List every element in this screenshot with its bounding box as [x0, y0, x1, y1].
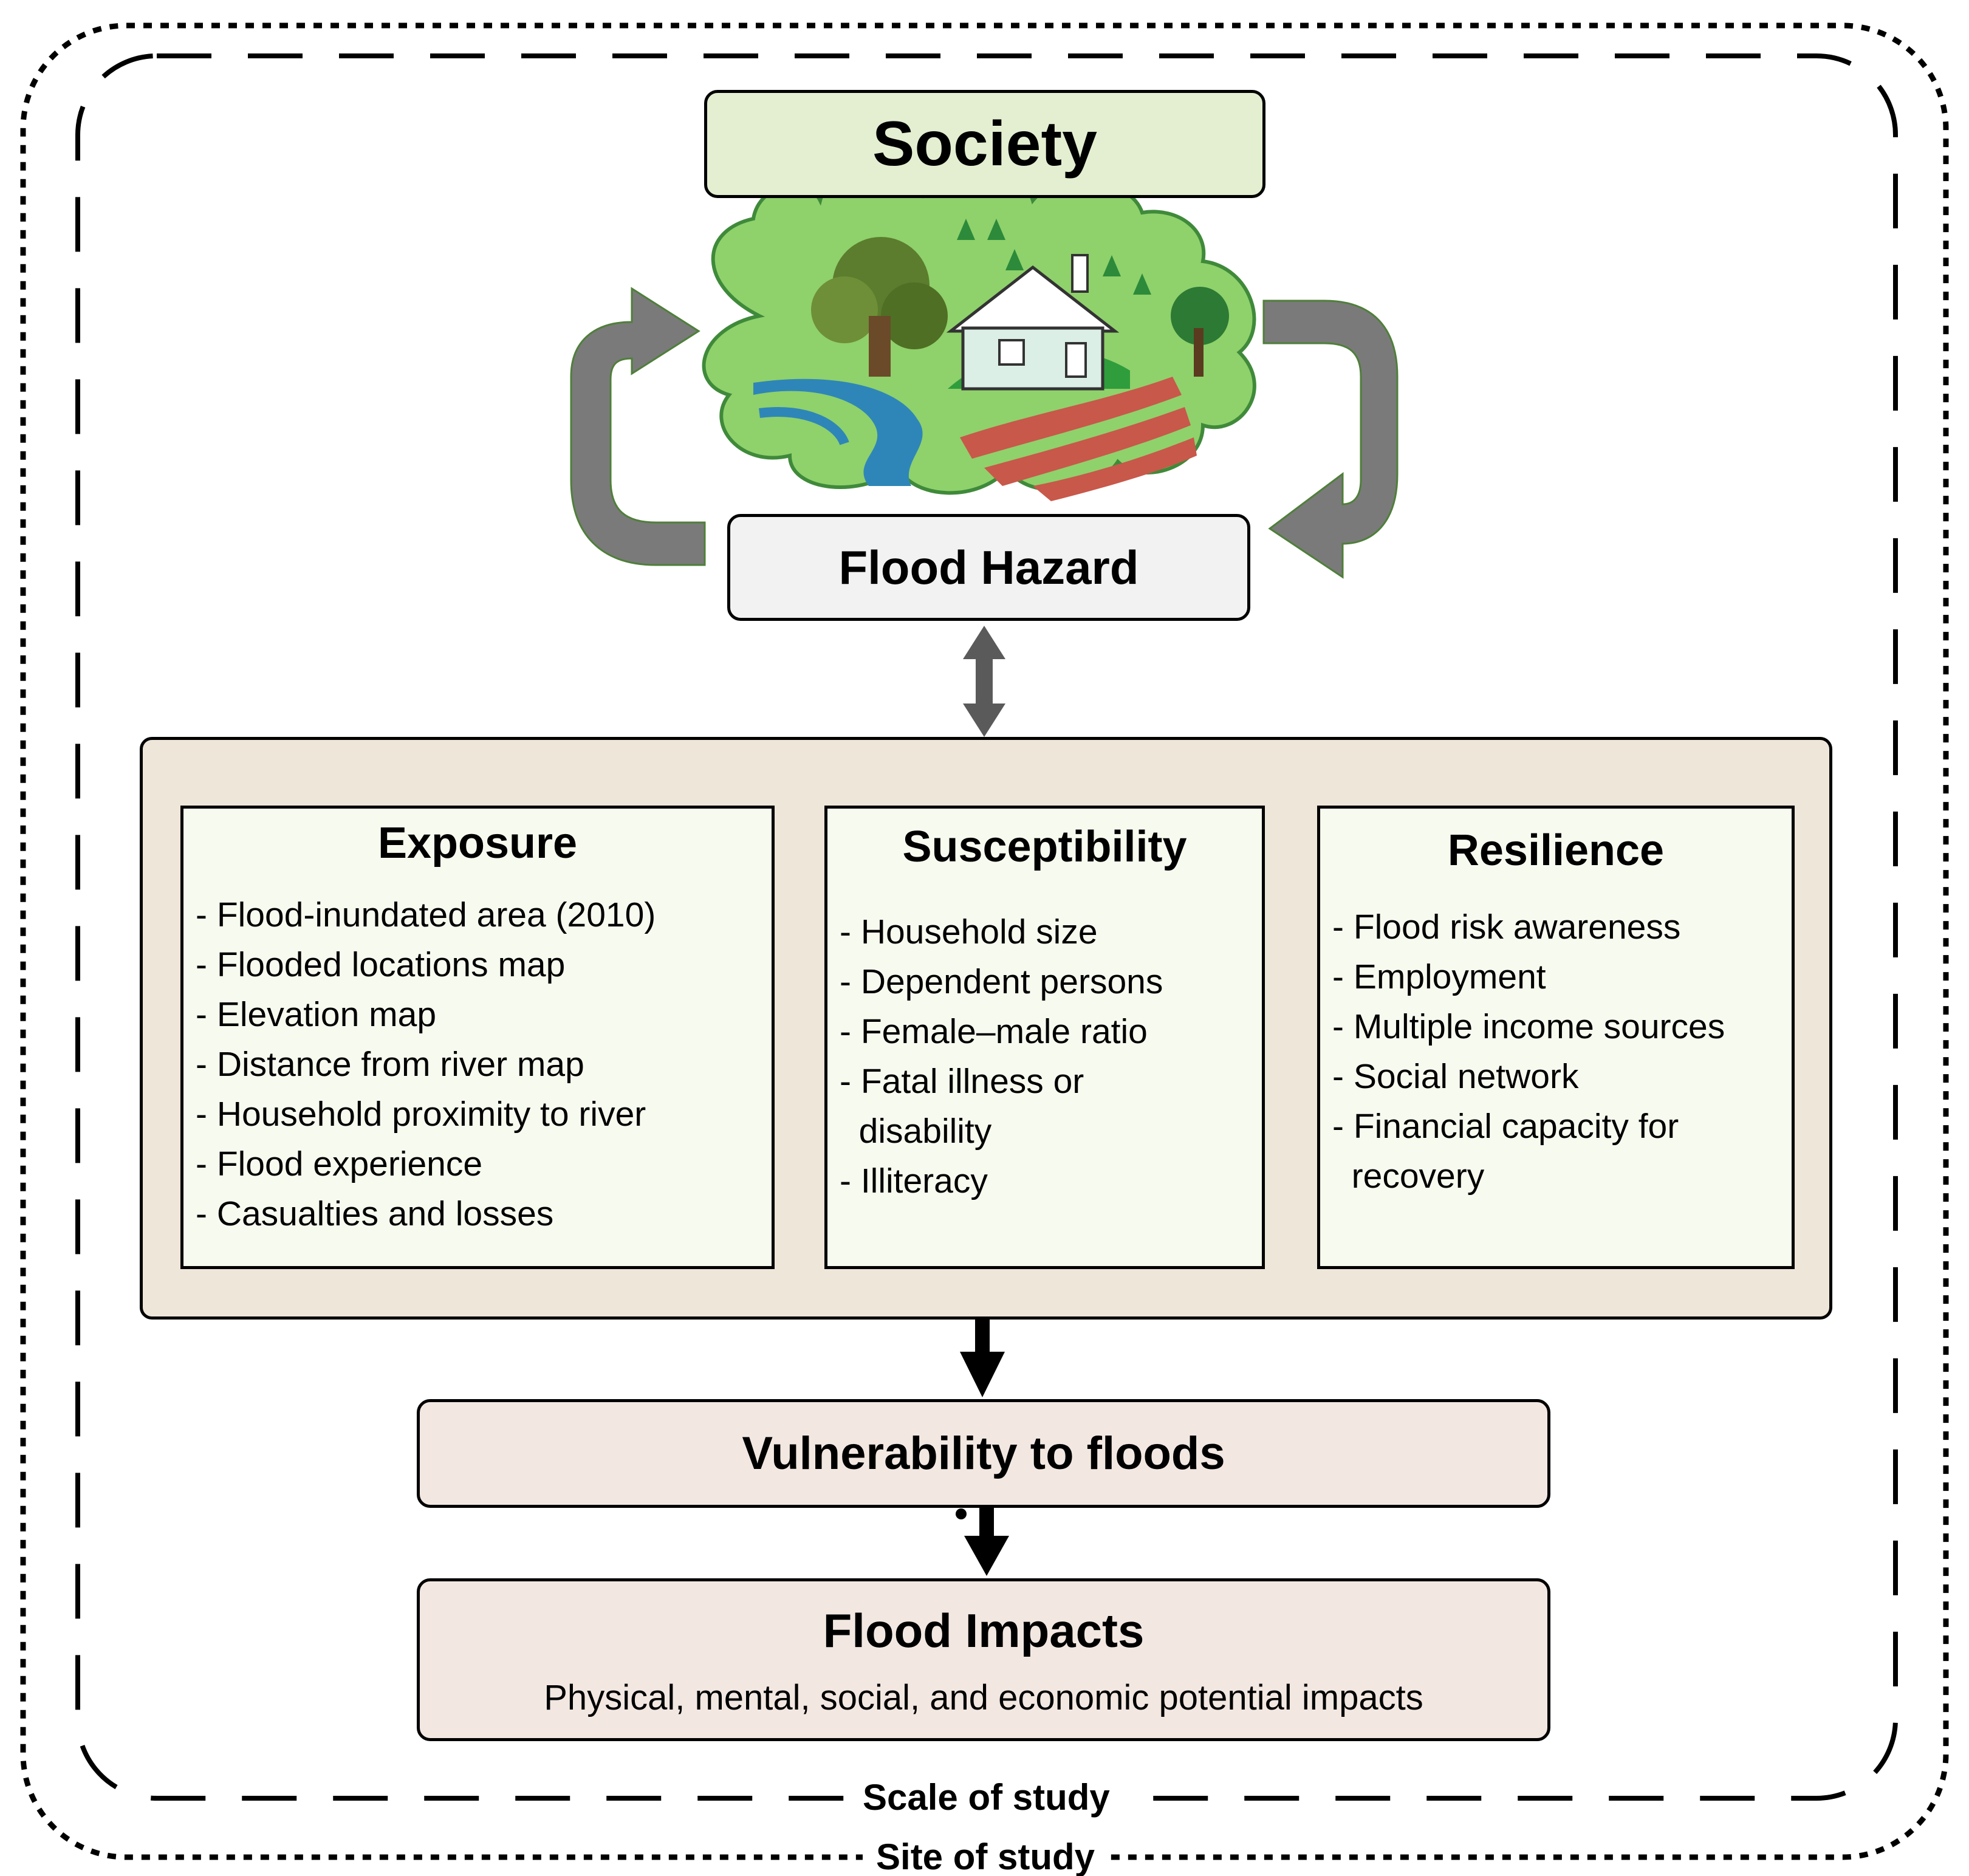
list-item: - Flood experience	[196, 1145, 483, 1183]
flood-hazard-box: Flood Hazard	[727, 514, 1250, 621]
resilience-list: - Flood risk awareness - Employment - Mu…	[1332, 902, 1725, 1201]
factors-to-vulnerability-arrow	[960, 1312, 1005, 1397]
list-item: - Elevation map	[196, 995, 437, 1034]
resilience-title: Resilience	[1447, 826, 1665, 875]
list-item: - Flooded locations map	[196, 945, 566, 984]
exposure-card: Exposure - Flood-inundated area (2010) -…	[180, 806, 775, 1269]
list-item: recovery	[1332, 1157, 1485, 1196]
vulnerability-box: Vulnerability to floods	[417, 1399, 1550, 1508]
list-item: - Social network	[1332, 1057, 1579, 1096]
vulnerability-to-impacts-arrow	[956, 1508, 1009, 1576]
susceptibility-title: Susceptibility	[902, 823, 1187, 871]
cycle-arrows	[570, 287, 1399, 579]
site-of-study-label: Site of study	[863, 1835, 1109, 1876]
list-item: - Flood risk awareness	[1332, 908, 1681, 947]
vulnerability-label: Vulnerability to floods	[742, 1428, 1225, 1479]
list-item: - Female–male ratio	[840, 1012, 1148, 1051]
hazard-factors-double-arrow	[963, 626, 1005, 737]
flood-impacts-title: Flood Impacts	[823, 1604, 1145, 1657]
flood-impacts-box: Flood Impacts Physical, mental, social, …	[417, 1578, 1550, 1741]
list-item: - Casualties and losses	[196, 1194, 554, 1233]
exposure-list: - Flood-inundated area (2010) - Flooded …	[196, 890, 656, 1239]
site-of-study-frame	[20, 22, 1949, 1860]
list-item: - Flood-inundated area (2010)	[196, 895, 656, 934]
list-item: - Household proximity to river	[196, 1095, 646, 1134]
society-label: Society	[872, 108, 1097, 179]
list-item: - Household size	[840, 912, 1098, 951]
list-item: - Distance from river map	[196, 1045, 584, 1084]
list-item: - Illiteracy	[840, 1162, 988, 1200]
susceptibility-card: Susceptibility - Household size - Depend…	[824, 806, 1265, 1269]
scale-of-study-label: Scale of study	[849, 1776, 1123, 1820]
flood-landscape-illustration	[702, 161, 1256, 501]
exposure-title: Exposure	[377, 819, 578, 868]
list-item: - Dependent persons	[840, 962, 1163, 1001]
list-item: - Employment	[1332, 957, 1546, 996]
list-item: - Multiple income sources	[1332, 1007, 1725, 1046]
society-box: Society	[704, 90, 1265, 198]
list-item: - Financial capacity for	[1332, 1107, 1679, 1146]
list-item: - Fatal illness or	[840, 1062, 1084, 1101]
susceptibility-list: - Household size - Dependent persons - F…	[840, 907, 1163, 1206]
flood-impacts-subtitle: Physical, mental, social, and economic p…	[544, 1678, 1423, 1717]
flood-hazard-label: Flood Hazard	[838, 540, 1139, 594]
resilience-card: Resilience - Flood risk awareness - Empl…	[1317, 806, 1795, 1269]
list-item: disability	[840, 1112, 992, 1151]
